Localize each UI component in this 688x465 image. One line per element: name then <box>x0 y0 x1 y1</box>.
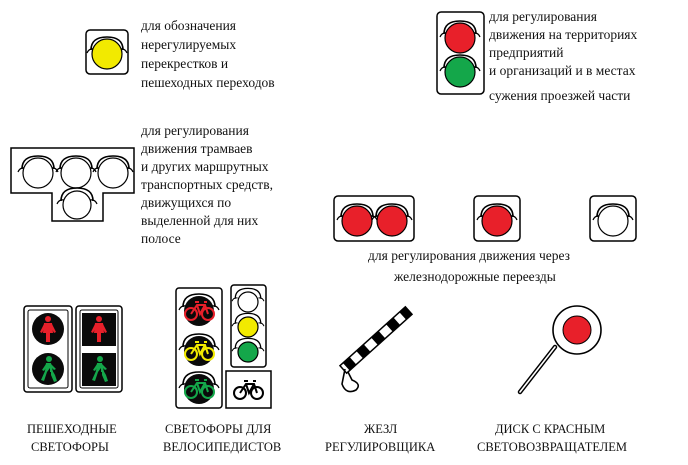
yellow-lamp <box>91 38 123 70</box>
railway-red-lamp <box>481 205 513 237</box>
railway-red-lamp-left <box>341 205 373 237</box>
tram-lamp-center <box>60 157 92 189</box>
caption-disk: ДИСК С КРАСНЫМ СВЕТОВОЗВРАЩАТЕЛЕМ <box>477 422 627 454</box>
railway-signal-white <box>589 195 637 242</box>
tram-lamp-bottom <box>62 190 92 220</box>
railway-red-lamp-right <box>376 205 408 237</box>
railway-signal-single-red <box>473 195 521 242</box>
caption-railway-signals: для регулирования движения через железно… <box>368 248 573 284</box>
caption-baton: ЖЕЗЛ РЕГУЛИРОВЩИКА <box>325 422 435 454</box>
tram-lamp-right <box>97 157 129 189</box>
cyclist-signal-three-lamp <box>175 287 223 409</box>
caption-pedestrian-signals: ПЕШЕХОДНЫЕ СВЕТОФОРЫ <box>27 422 120 454</box>
railway-signal-double-red <box>333 195 415 242</box>
green-lamp-small <box>237 341 259 363</box>
caption-tram-signal: для регулирования движения трамваев и др… <box>141 123 276 246</box>
white-lamp <box>237 291 259 313</box>
railway-white-lamp <box>597 205 629 237</box>
tram-lamp-left <box>22 157 54 189</box>
caption-red-green-signal: для регулирования движения на территория… <box>489 9 641 103</box>
red-lamp <box>444 22 476 54</box>
cyclist-signal-with-plate <box>225 284 272 409</box>
pedestrian-signal-square <box>75 305 123 393</box>
caption-cyclist-signals: СВЕТОФОРЫ ДЛЯ ВЕЛОСИПЕДИСТОВ <box>163 422 281 454</box>
red-reflector <box>562 315 592 345</box>
traffic-baton <box>338 305 414 393</box>
signal-disk <box>517 305 602 395</box>
pedestrian-signal-round <box>23 305 73 393</box>
green-lamp <box>444 56 476 88</box>
tram-signal <box>10 147 135 222</box>
yellow-flashing-signal <box>85 29 129 75</box>
caption-yellow-signal: для обозначения нерегулируемых перекрест… <box>141 18 275 90</box>
red-green-signal <box>436 11 485 95</box>
yellow-lamp-small <box>237 316 259 338</box>
